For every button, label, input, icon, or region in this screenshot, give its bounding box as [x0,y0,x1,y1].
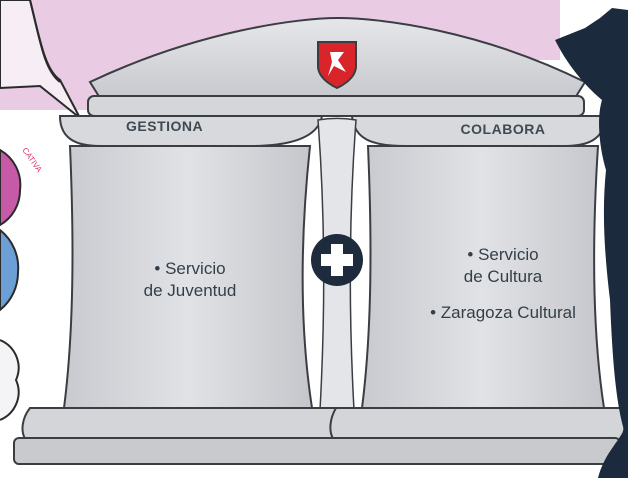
temple-entablature [87,95,585,117]
temple-floor [13,437,621,465]
left-base [21,407,345,441]
side-magenta-circle [0,148,22,227]
side-blue-circle [0,228,20,312]
right-item-line1: • Servicio [467,245,539,264]
side-fragment-text: CATIVA [20,146,44,174]
right-item-servicio-cultura: • Servicio de Cultura [398,244,608,288]
right-item-zaragoza-cultural: • Zaragoza Cultural [393,302,613,324]
plus-icon [311,234,363,286]
right-item-line2: de Cultura [463,267,543,286]
silhouette-figure [555,8,628,478]
left-column-heading: GESTIONA [126,118,204,134]
right-column-heading: COLABORA [460,121,546,137]
left-item-line2: de Juventud [143,281,237,300]
right-base [329,407,626,441]
left-item-servicio-juventud: • Servicio de Juventud [90,258,290,302]
left-item-line1: • Servicio [154,259,226,278]
shield-icon [317,41,357,90]
right-item-zaragoza-line: • Zaragoza Cultural [430,303,576,322]
